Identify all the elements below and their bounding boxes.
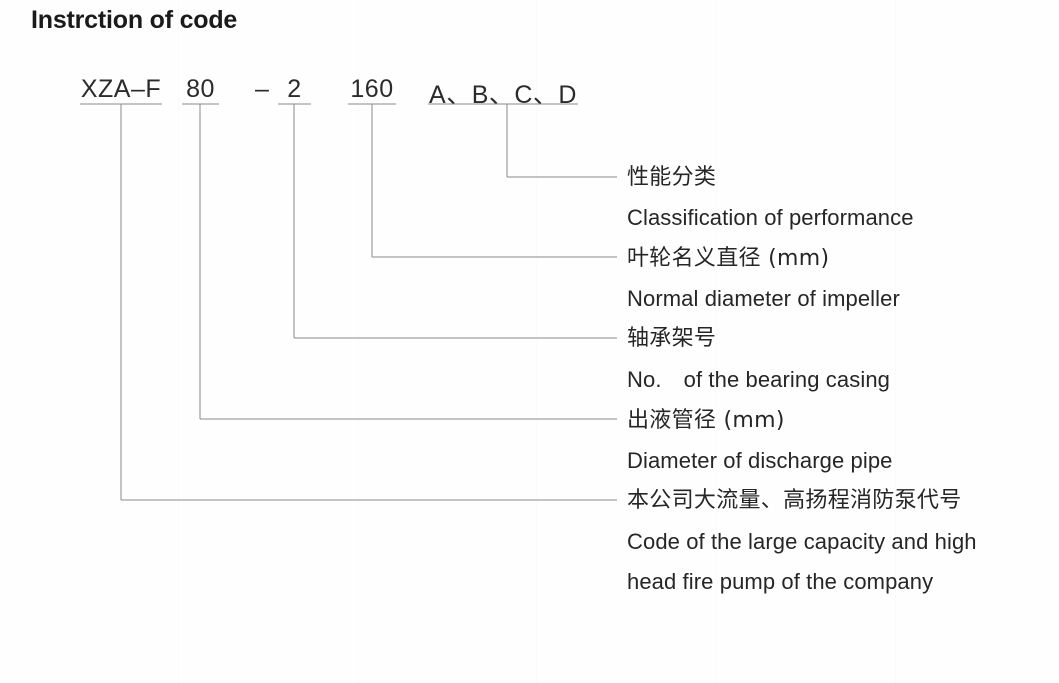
description-line-1: Classification of performance (627, 205, 914, 230)
description-line-4: 轴承架号 (627, 326, 717, 351)
description-line-0: 性能分类 (627, 165, 717, 190)
page-title: Instrction of code (31, 6, 238, 34)
description-line-7: Diameter of discharge pipe (627, 448, 893, 473)
description-line-10: head fire pump of the company (627, 569, 934, 594)
code-segment-4: A、B、C、D (429, 81, 577, 109)
description-line-3: Normal diameter of impeller (627, 286, 900, 311)
code-segment-3: 160 (350, 75, 394, 103)
code-segment-1: 80 (186, 75, 215, 103)
description-line-9: Code of the large capacity and high (627, 529, 977, 554)
scan-band (178, 0, 179, 683)
description-line-6: 出液管径 (mm) (627, 408, 785, 433)
code-segment-0: XZA–F (80, 75, 162, 103)
description-line-5: No. of the bearing casing (627, 367, 890, 392)
code-separator-dash: – (255, 75, 269, 103)
description-line-2: 叶轮名义直径 (mm) (627, 246, 830, 271)
code-segment-2: 2 (287, 75, 302, 103)
description-line-8: 本公司大流量、高扬程消防泵代号 (627, 488, 962, 513)
